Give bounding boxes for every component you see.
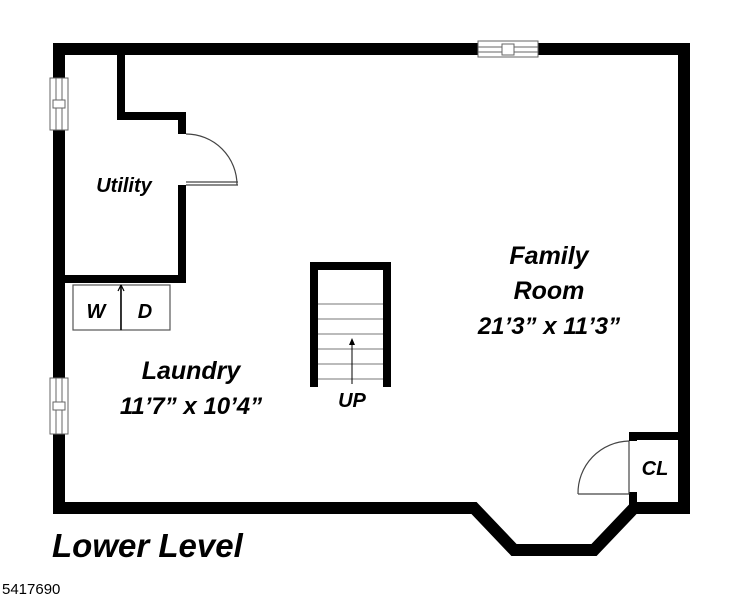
- stairs-up-label: UP: [338, 390, 366, 412]
- laundry-dimensions: 11’7” x 10’4”: [120, 393, 262, 420]
- laundry-label: Laundry: [142, 357, 242, 385]
- dryer-label: D: [138, 301, 152, 323]
- closet: [577, 432, 684, 508]
- utility-door: [185, 133, 238, 186]
- washer-label: W: [87, 301, 108, 323]
- washer-dryer: [72, 284, 171, 331]
- window-left-upper: [49, 77, 69, 131]
- level-title: Lower Level: [52, 527, 243, 564]
- dryer: [120, 284, 171, 331]
- stair-treads: [318, 303, 383, 380]
- exterior-walls: [53, 43, 690, 556]
- closet-door: [577, 440, 630, 495]
- window-top: [477, 40, 539, 58]
- closet-wall: [629, 432, 684, 441]
- family-room-label-line1: Family: [509, 242, 589, 270]
- utility-wall-upper: [117, 55, 186, 134]
- utility-walls: [65, 55, 186, 283]
- stair-arrowhead-icon: [349, 338, 355, 345]
- exterior-wall-outline: [53, 43, 690, 556]
- window-left-lower: [49, 377, 69, 435]
- utility-label: Utility: [96, 175, 152, 197]
- utility-wall-lower: [65, 185, 186, 283]
- listing-id: 5417690: [2, 581, 61, 598]
- family-room-label-line2: Room: [514, 277, 585, 305]
- stairs: [310, 262, 391, 387]
- family-room-dimensions: 21’3” x 11’3”: [477, 313, 620, 340]
- washer-dryer-arrow-icon: [117, 284, 125, 292]
- stair-wall: [310, 262, 391, 387]
- closet-label: CL: [642, 458, 669, 480]
